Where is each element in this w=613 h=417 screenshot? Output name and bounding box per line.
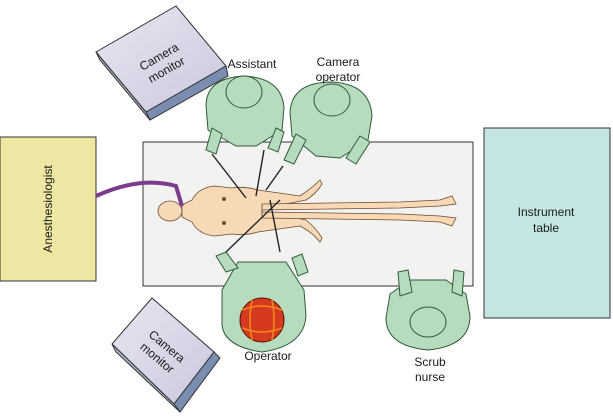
instrument-table-label-2: table bbox=[533, 221, 559, 235]
assistant-figure bbox=[205, 75, 285, 155]
scrub-nurse-figure bbox=[385, 269, 471, 351]
patient-nipple-right bbox=[222, 221, 226, 225]
camera-monitor-top: Camera monitor bbox=[95, 5, 229, 121]
anesthesia-tube bbox=[95, 180, 184, 207]
patient-nipple-left bbox=[222, 197, 226, 201]
operator-cap bbox=[239, 297, 285, 343]
operator-label: Operator bbox=[244, 349, 291, 363]
instrument-table: Instrument table bbox=[483, 127, 611, 319]
laparoscopic-instruments bbox=[211, 149, 284, 253]
camera-operator-figure bbox=[283, 81, 373, 165]
scrub-nurse-label-2: nurse bbox=[415, 370, 445, 384]
scrub-nurse-label-1: Scrub bbox=[414, 355, 446, 369]
patient bbox=[157, 179, 457, 243]
camera-operator-label-2: operator bbox=[316, 70, 361, 84]
anesthesiologist-label: Anesthesiologist bbox=[41, 165, 55, 253]
anesthesiologist-station: Anesthesiologist bbox=[0, 136, 97, 282]
camera-operator-label-1: Camera bbox=[317, 55, 360, 69]
camera-monitor-bottom: Camera monitor bbox=[111, 297, 221, 413]
assistant-label: Assistant bbox=[228, 57, 277, 71]
operator-cap-pattern bbox=[241, 299, 283, 341]
instrument-table-label-1: Instrument bbox=[518, 205, 575, 219]
